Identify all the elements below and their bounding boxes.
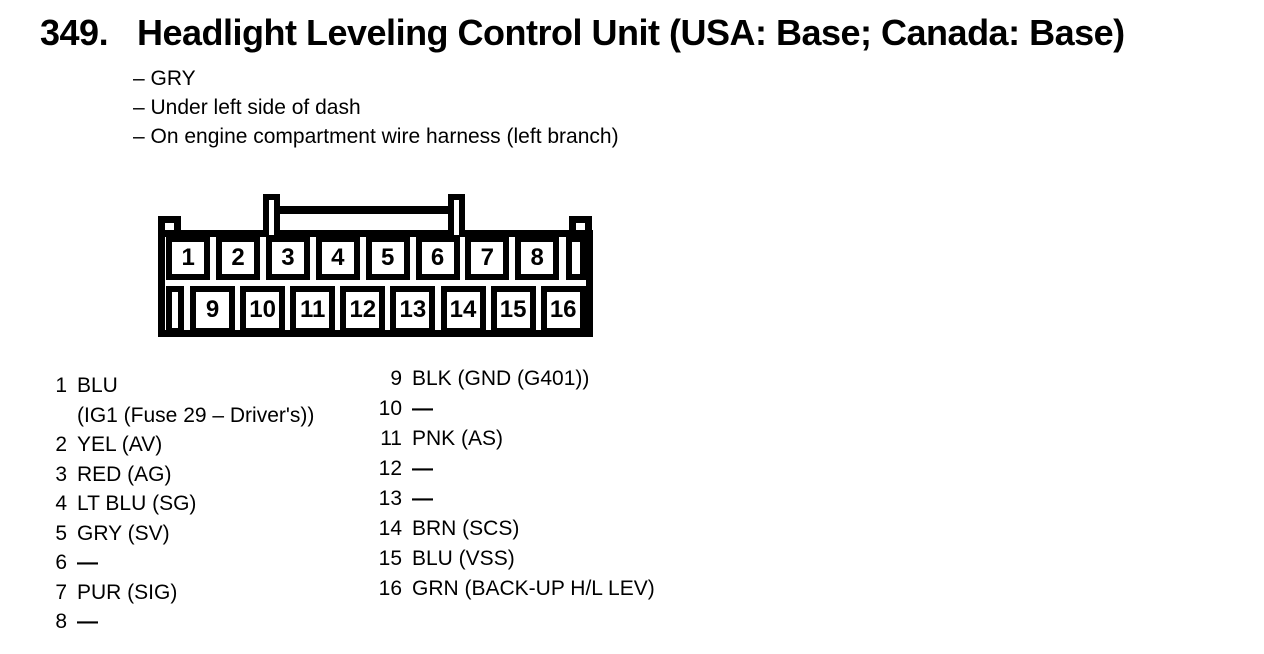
pin-cavity-8: 8 xyxy=(515,236,560,280)
pin-entry-5: 5 GRY (SV) xyxy=(40,519,314,549)
pin-wire-label: — xyxy=(77,551,98,574)
pin-cavity-7: 7 xyxy=(465,236,510,280)
pin-entry-16: 16 GRN (BACK-UP H/L LEV) xyxy=(368,574,655,604)
pin-entry-6: 6— xyxy=(40,548,314,578)
pin-wire-label: PUR (SIG) xyxy=(77,580,178,604)
note-line: – GRY xyxy=(133,67,196,90)
pin-wire-label: YEL (AV) xyxy=(77,433,163,456)
pin-wire-label: BLU (VSS) xyxy=(412,547,515,570)
blank-cavity-top-right xyxy=(566,236,586,280)
pin-number: 15 xyxy=(378,547,402,570)
pin-wire-label-continuation: (IG1 (Fuse 29 – Driver's)) xyxy=(77,403,315,427)
pin-number: 16 xyxy=(378,577,402,600)
pin-number: 6 xyxy=(55,551,67,574)
note-line: – On engine compartment wire harness (le… xyxy=(133,125,619,148)
pin-cavity-5: 5 xyxy=(365,236,410,280)
pin-entry-1: 1 BLU xyxy=(40,371,314,401)
pin-wire-label: RED (AG) xyxy=(77,462,172,486)
pin-wire-label: — xyxy=(412,397,433,420)
pin-cavity-1: 1 xyxy=(166,236,211,280)
pin-number: 3 xyxy=(55,462,67,486)
pin-number: 5 xyxy=(55,521,67,545)
pin-entry-7: 7 PUR (SIG) xyxy=(40,578,314,608)
pin-legend-right: 9 BLK (GND (G401)) 10 — 11 PNK (AS) 12 — 13 — 14 BR… xyxy=(368,364,655,604)
pin-number: 11 xyxy=(380,427,402,450)
pin-wire-label: — xyxy=(412,487,433,510)
pin-entry-2: 2 YEL (AV) xyxy=(40,430,314,460)
pin-number: 7 xyxy=(55,580,67,604)
pin-wire-label: BRN (SCS) xyxy=(412,517,520,540)
pin-number: 2 xyxy=(55,433,67,456)
note-line: – Under left side of dash xyxy=(133,96,361,119)
pin-entry-13: 13 — xyxy=(368,484,655,514)
connector-lock-post-right xyxy=(448,194,465,235)
connector-notch-right xyxy=(569,216,592,230)
pin-number: 9 xyxy=(390,367,402,390)
title-text: Headlight Leveling Control Unit (USA: Ba… xyxy=(137,12,1125,53)
pin-cavity-4: 4 xyxy=(315,236,360,280)
connector-lock-bar xyxy=(270,206,458,214)
pin-cavity-2: 2 xyxy=(216,236,261,280)
page-title: 349. Headlight Leveling Control Unit (US… xyxy=(40,12,1125,54)
pin-cavity-16: 16 xyxy=(540,286,586,334)
blank-cavity-bottom-left xyxy=(166,286,184,334)
pin-wire-label: PNK (AS) xyxy=(412,427,504,450)
pin-number: 12 xyxy=(378,457,402,480)
pin-cavity-9: 9 xyxy=(190,286,235,334)
pin-entry-3: 3 RED (AG) xyxy=(40,460,314,490)
pin-number: 14 xyxy=(378,517,402,540)
pin-wire-label: BLK (GND (G401)) xyxy=(412,367,590,390)
pin-entry-10: 10 — xyxy=(368,394,655,424)
pin-wire-label: LT BLU (SG) xyxy=(77,492,197,515)
pin-wire-label: GRY (SV) xyxy=(77,521,170,545)
pin-number: 10 xyxy=(378,397,402,420)
pin-number: 1 xyxy=(55,374,67,397)
pin-cavity-6: 6 xyxy=(415,236,460,280)
connector-lock-post-left xyxy=(263,194,280,235)
pin-entry-14: 14 BRN (SCS) xyxy=(368,514,655,544)
pin-wire-label: — xyxy=(77,610,98,633)
pin-entry-15: 15 BLU (VSS) xyxy=(368,544,655,574)
pin-entry-12: 12 — xyxy=(368,454,655,484)
pin-cavity-15: 15 xyxy=(490,286,536,334)
pin-legend-left: 1 BLU (IG1 (Fuse 29 – Driver's)) 2 YEL (AV) 3… xyxy=(40,371,314,637)
pin-entry-8: 8— xyxy=(40,607,314,637)
notes-list: – GRY – Under left side of dash – On engin… xyxy=(133,64,619,151)
pin-cavity-3: 3 xyxy=(265,236,310,280)
pin-number: 13 xyxy=(378,487,402,510)
pin-entry-4: 4 LT BLU (SG) xyxy=(40,489,314,519)
pin-entry-9: 9 BLK (GND (G401)) xyxy=(368,364,655,394)
pin-cavity-14: 14 xyxy=(440,286,486,334)
pin-number: 8 xyxy=(55,610,67,633)
item-number: 349. xyxy=(40,12,109,53)
pin-cavity-11: 11 xyxy=(290,286,336,334)
pin-cavity-12: 12 xyxy=(340,286,386,334)
pin-entry-11: 11 PNK (AS) xyxy=(368,424,655,454)
connector-notch-left xyxy=(158,216,181,230)
pin-cavity-10: 10 xyxy=(240,286,286,334)
pin-cavity-13: 13 xyxy=(390,286,436,334)
pin-number: 4 xyxy=(55,492,67,515)
pin-wire-label: BLU xyxy=(77,374,118,397)
pin-wire-label: GRN (BACK-UP H/L LEV) xyxy=(412,577,655,600)
pin-wire-label: — xyxy=(412,457,433,480)
